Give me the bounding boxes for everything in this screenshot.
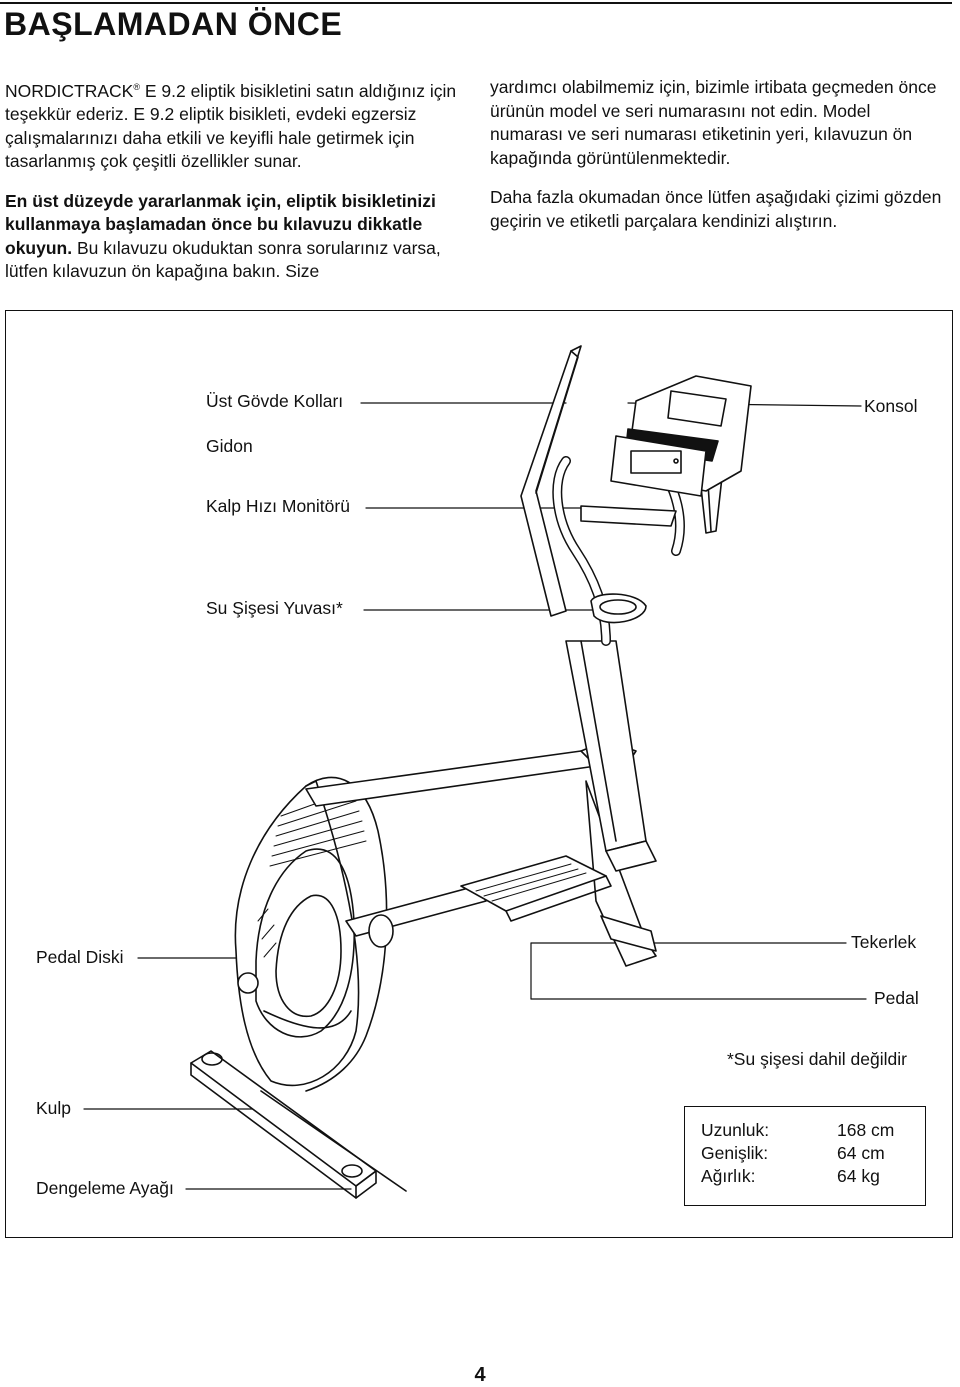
label-water-bottle-holder: Su Şişesi Yuvası* — [206, 598, 343, 618]
label-handlebar: Gidon — [206, 436, 253, 456]
bottle-holder — [590, 593, 647, 624]
label-leveling-foot: Dengeleme Ayağı — [36, 1178, 174, 1198]
elliptical-drawing — [83, 345, 867, 1199]
intro-paragraph: NORDICTRACK® E 9.2 eliptik bisikletini s… — [5, 76, 460, 174]
top-rule — [0, 2, 952, 4]
label-heart-rate-monitor: Kalp Hızı Monitörü — [206, 496, 350, 516]
label-handle: Kulp — [36, 1098, 72, 1118]
label-wheel: Tekerlek — [851, 932, 917, 952]
spec-row: Ağırlık: 64 kg — [701, 1165, 880, 1188]
spec-row: Uzunluk: 168 cm — [701, 1119, 894, 1142]
base-frame — [190, 1050, 407, 1199]
spec-value: 64 cm — [837, 1143, 885, 1163]
reading-instruction: En üst düzeyde yararlanmak için, eliptik… — [5, 190, 436, 258]
registered-mark: ® — [133, 82, 140, 92]
review-paragraph: Daha fazla okumadan önce lütfen aşağıdak… — [490, 187, 942, 231]
contact-paragraph: yardımcı olabilmemiz için, bizimle irtib… — [490, 77, 937, 168]
label-pedal: Pedal — [874, 988, 919, 1008]
spec-value: 64 kg — [837, 1166, 880, 1186]
pedal-assembly — [345, 855, 612, 948]
specifications-box: Uzunluk: 168 cm Genişlik: 64 cm Ağırlık: 64… — [684, 1106, 926, 1206]
label-upper-body-arms: Üst Gövde Kolları — [206, 391, 344, 411]
left-column: NORDICTRACK® E 9.2 eliptik bisikletini s… — [5, 76, 460, 300]
intro-text: E 9.2 eliptik bisikletini satın aldığını… — [5, 80, 457, 172]
elliptical-illustration-frame: Üst Gövde Kolları Gidon Kalp Hızı Monitö… — [5, 310, 953, 1238]
label-console: Konsol — [864, 396, 918, 416]
label-pedal-disc: Pedal Diski — [36, 947, 124, 967]
spec-label: Genişlik: — [701, 1143, 769, 1163]
reading-paragraph: En üst düzeyde yararlanmak için, eliptik… — [5, 190, 460, 284]
footnote-bottle: *Su şişesi dahil değildir — [727, 1049, 907, 1069]
spec-value: 168 cm — [837, 1120, 895, 1140]
page-number: 4 — [474, 1364, 486, 1386]
upright-mast — [565, 640, 657, 872]
reading-continuation: Bu kılavuzu okuduktan sonra sorularınız … — [5, 237, 441, 282]
spec-label: Ağırlık: — [701, 1166, 756, 1186]
spec-row: Genişlik: 64 cm — [701, 1142, 885, 1165]
brand-name: NORDICTRACK — [5, 80, 134, 101]
flywheel-housing — [234, 776, 388, 1092]
right-column: yardımcı olabilmemiz için, bizimle irtib… — [490, 76, 945, 249]
spec-label: Uzunluk: — [701, 1120, 770, 1140]
page-title: BAŞLAMADAN ÖNCE — [4, 6, 343, 42]
console-unit — [610, 375, 752, 497]
